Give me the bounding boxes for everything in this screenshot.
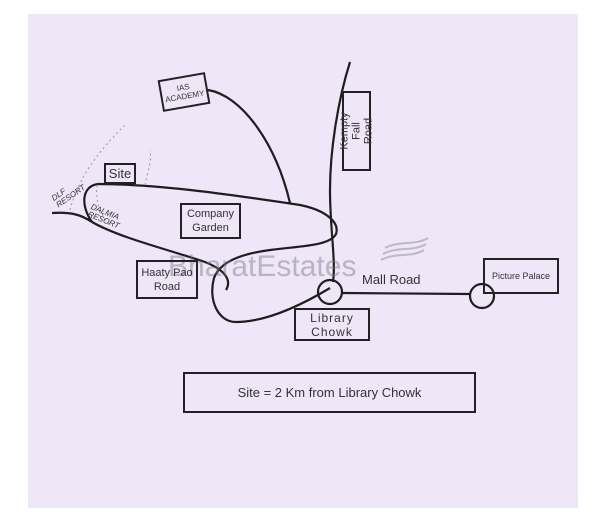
distance-note: Site = 2 Km from Library Chowk: [183, 372, 476, 413]
ias-academy-road: [207, 88, 292, 204]
watermark: BharatEstates: [168, 250, 357, 283]
picture-palace-label: Picture Palace: [483, 258, 559, 294]
mall-road-line: [341, 291, 471, 296]
mall-road-label: Mall Road: [362, 272, 421, 287]
map-paper: [28, 14, 578, 508]
kempty-fall-road-box: Kempty Fall Road: [339, 91, 375, 171]
company-garden-label: Company Garden: [180, 203, 241, 239]
picture-palace-circle: [468, 282, 496, 310]
haaty-pao-road-label: Haaty Pao Road: [136, 260, 198, 299]
site-road-lower: [91, 221, 230, 291]
library-chowk-label: Library Chowk: [294, 308, 370, 341]
kempty-fall-road-label: Kempty Fall Road: [338, 112, 375, 150]
site-road-loop: [51, 182, 338, 324]
kempty-fall-road-line: [328, 61, 352, 283]
library-chowk-circle: [316, 278, 344, 306]
site-label: Site: [104, 163, 136, 184]
